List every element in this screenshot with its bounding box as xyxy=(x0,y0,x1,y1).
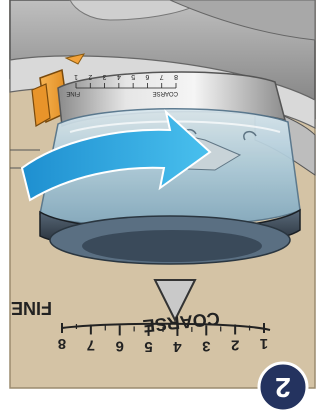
collar-number: 3 xyxy=(103,73,107,80)
dial-number: 1 xyxy=(260,335,268,352)
collar-number: 4 xyxy=(117,73,121,80)
collar-coarse-label: COARSE xyxy=(153,90,178,96)
dial-fine-label: FINE xyxy=(11,298,52,318)
dial-number: 2 xyxy=(231,336,239,353)
dial-number: 4 xyxy=(173,338,182,355)
collar-number: 6 xyxy=(145,73,149,80)
collar-number: 7 xyxy=(160,73,164,80)
dial-number: 5 xyxy=(144,338,152,355)
collar-fine-label: FINE xyxy=(66,90,80,96)
dial-number: 6 xyxy=(116,337,124,354)
step-badge: 2 xyxy=(259,363,307,411)
dial-number: 3 xyxy=(202,337,210,354)
dial-number: 8 xyxy=(58,335,66,352)
collar-number: 1 xyxy=(74,73,78,80)
collar-number: 2 xyxy=(88,73,92,80)
step-number: 2 xyxy=(275,372,291,403)
dial-number: 7 xyxy=(87,336,95,353)
collar-number: 5 xyxy=(131,73,135,80)
collar-number: 8 xyxy=(174,73,178,80)
